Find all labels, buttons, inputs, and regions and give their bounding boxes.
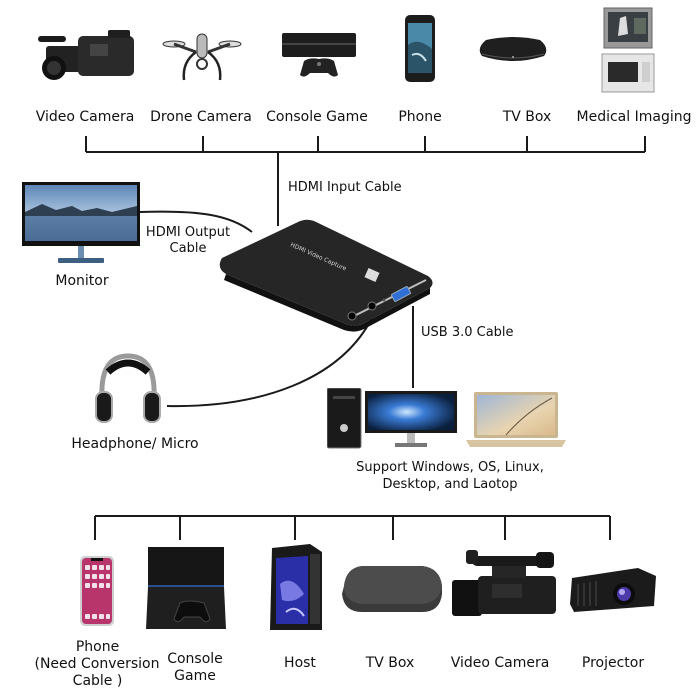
bottom-label-console-line1: Console	[167, 651, 223, 667]
headphone-label: Headphone/ Micro	[71, 436, 199, 452]
game-console-icon	[280, 33, 358, 79]
usb-cable-label: USB 3.0 Cable	[421, 325, 514, 340]
input-label-drone-camera: Drone Camera	[150, 109, 252, 125]
desktop-computer-icon	[326, 387, 459, 450]
input-label-console-game: Console Game	[266, 109, 368, 125]
bottom-label-tv-box: TV Box	[365, 655, 415, 671]
game-console-icon	[146, 545, 228, 631]
bottom-label-phone-line2: (Need Conversion	[34, 656, 160, 672]
bottom-label-host: Host	[284, 655, 316, 671]
input-label-tv-box: TV Box	[502, 109, 552, 125]
input-label-video-camera: Video Camera	[35, 109, 135, 125]
hdmi-output-cable-label-line1: HDMI Output	[145, 225, 231, 240]
medical-imaging-icon	[600, 6, 656, 94]
bottom-label-phone-line1: Phone	[75, 639, 120, 655]
computer-support-label-line2: Desktop, and Laotop	[382, 477, 518, 492]
pc-tower-icon	[266, 544, 324, 632]
tv-box-icon	[476, 36, 550, 64]
monitor-icon	[22, 182, 142, 266]
bottom-label-phone-line3: Cable )	[72, 673, 123, 689]
phone-icon	[404, 15, 436, 82]
capture-card-device: HDMI Video Capture	[216, 218, 436, 334]
bottom-label-projector: Projector	[581, 655, 645, 671]
drone-icon	[162, 32, 242, 82]
monitor-label: Monitor	[55, 273, 109, 289]
camcorder-icon	[452, 546, 564, 620]
hdmi-input-cable-label: HDMI Input Cable	[288, 180, 402, 195]
smartphone-icon	[80, 556, 114, 626]
video-camera-icon	[38, 28, 138, 86]
computer-support-label-line1: Support Windows, OS, Linux,	[356, 460, 544, 475]
projector-icon	[568, 568, 658, 614]
bottom-label-console-line2: Game	[174, 668, 216, 684]
laptop-icon	[466, 392, 566, 448]
tv-box-icon	[340, 562, 444, 614]
input-label-phone: Phone	[398, 109, 442, 125]
input-label-medical-imaging: Medical Imaging	[576, 109, 692, 125]
hdmi-output-cable-label-line2: Cable	[169, 241, 207, 256]
bottom-label-video-camera: Video Camera	[450, 655, 550, 671]
headphone-icon	[92, 350, 164, 430]
